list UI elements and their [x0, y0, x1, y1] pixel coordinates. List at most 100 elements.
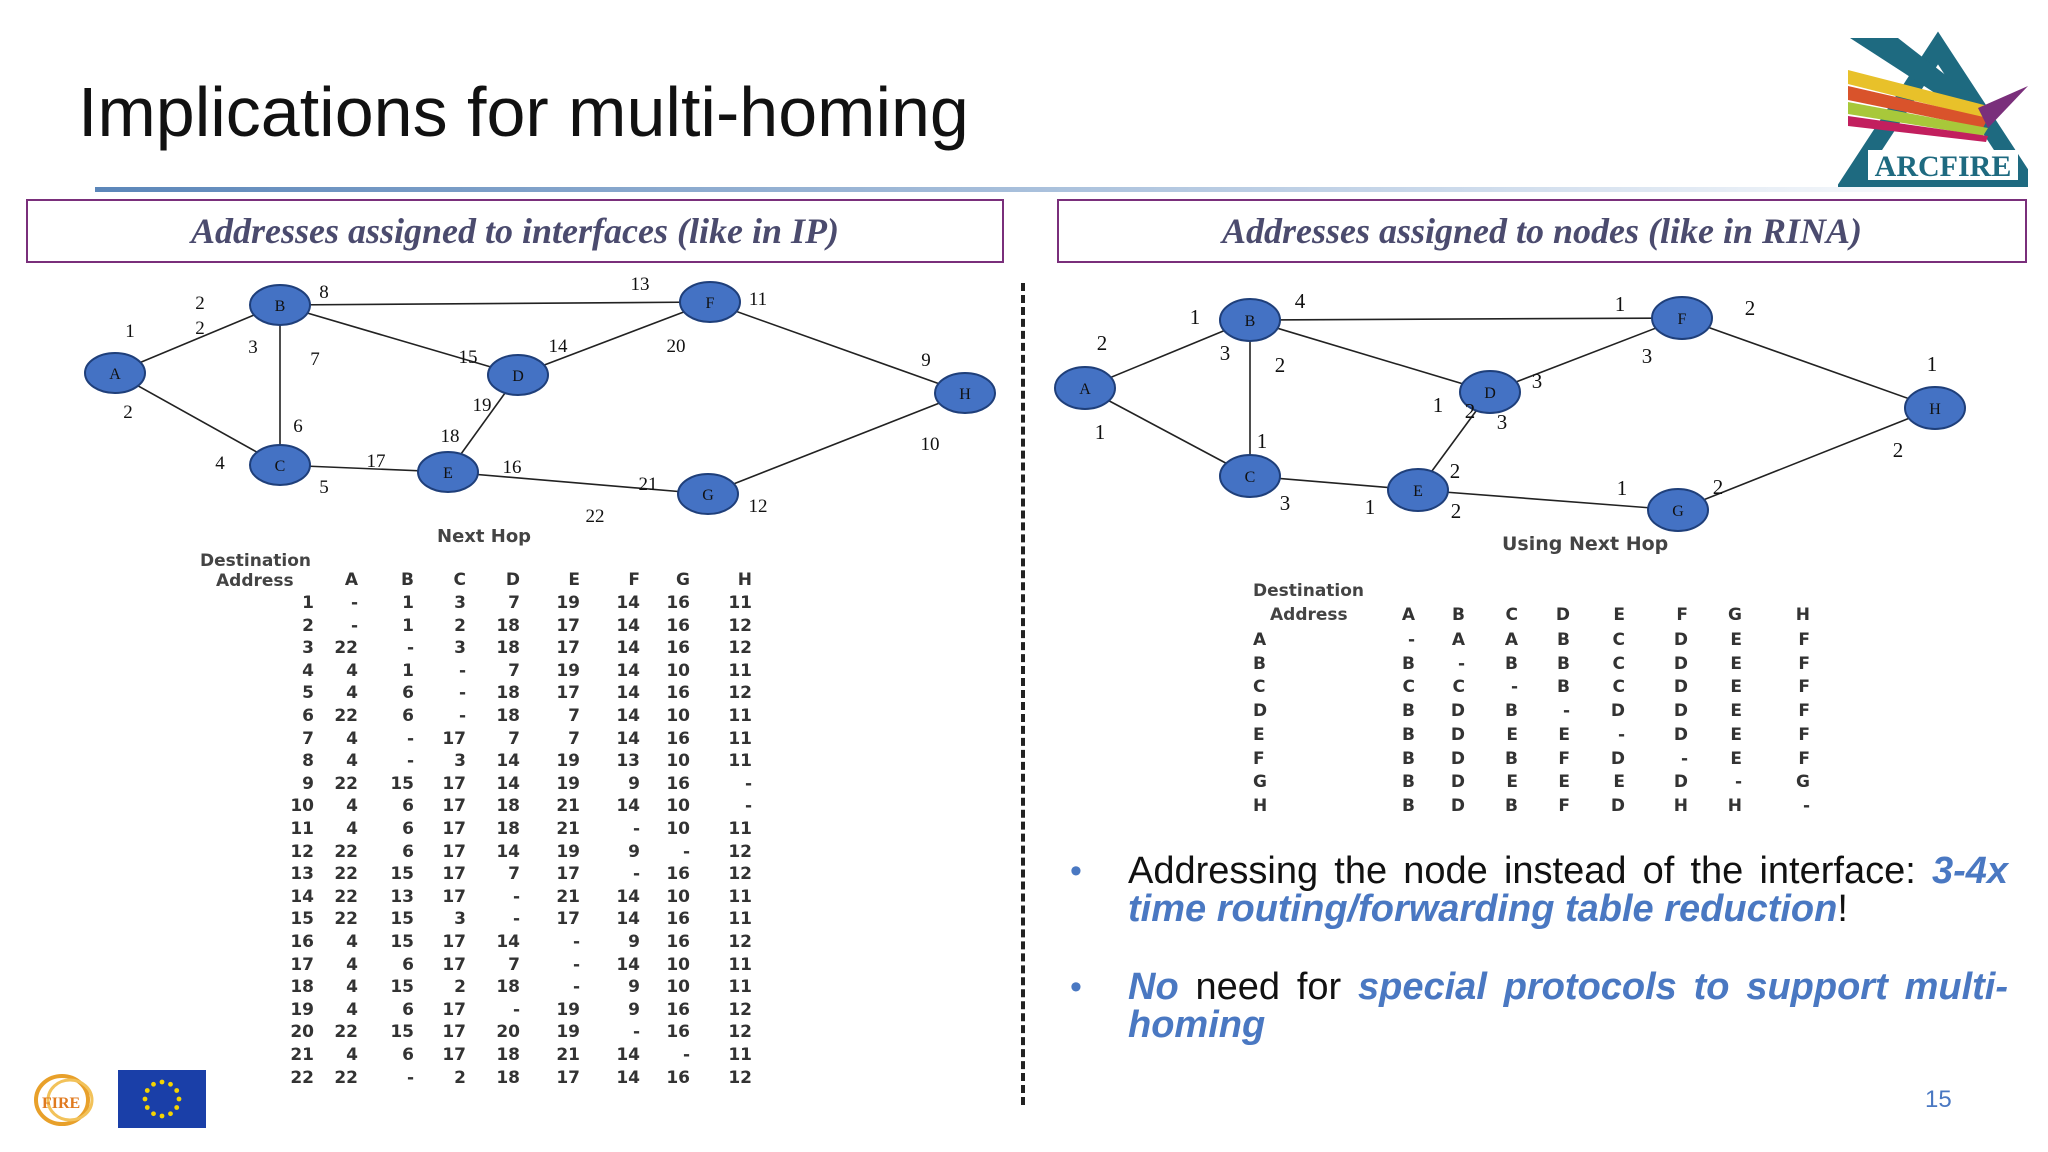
table-cell: E — [1730, 677, 1742, 698]
dashed-divider — [1021, 283, 1025, 1105]
port-label: 4 — [1295, 289, 1306, 313]
table-cell: H — [1673, 795, 1688, 816]
left-node-label: G — [702, 487, 714, 504]
bullet-item-2: •No need for special protocols to suppor… — [1068, 968, 2008, 1044]
table-cell: - — [1734, 772, 1742, 793]
bullet-2-highlight-1: No — [1128, 966, 1179, 1008]
table-cell: - — [632, 864, 640, 885]
table-cell: 7 — [508, 660, 520, 681]
table-cell: 1 — [402, 593, 414, 613]
table-cell: E — [1613, 772, 1625, 793]
interface-label: 10 — [921, 434, 940, 455]
table-cell: D — [1610, 748, 1625, 769]
left-table-header-line2: Address — [216, 571, 294, 591]
port-label: 2 — [1465, 399, 1476, 423]
table-row-address: 9 — [302, 773, 314, 794]
eu-star-icon — [174, 1105, 180, 1110]
eu-star-icon — [159, 1079, 165, 1085]
table-cell: 9 — [628, 841, 640, 862]
right-node-label: E — [1413, 483, 1423, 500]
table-row-address: 2 — [302, 615, 314, 636]
table-cell: E — [1730, 748, 1742, 769]
left-table-title: Next Hop — [437, 526, 532, 547]
left-node-F — [679, 281, 741, 323]
left-node-B — [249, 284, 311, 326]
table-cell: 4 — [346, 751, 358, 772]
table-column-header: H — [1795, 605, 1810, 625]
table-cell: - — [1457, 653, 1465, 674]
table-cell: 11 — [728, 751, 752, 772]
eu-star-icon — [142, 1096, 148, 1102]
table-cell: D — [1673, 677, 1688, 698]
table-cell: F — [1798, 701, 1810, 722]
table-cell: 17 — [556, 638, 580, 659]
eu-star-icon — [168, 1111, 173, 1117]
table-cell: 6 — [402, 954, 414, 975]
table-cell: A — [1504, 630, 1518, 650]
right-node-E — [1387, 468, 1449, 512]
interface-label: 2 — [195, 318, 205, 339]
table-cell: 15 — [390, 1022, 414, 1043]
table-column-header: F — [1676, 605, 1688, 625]
table-cell: B — [1505, 701, 1518, 722]
table-cell: E — [1730, 653, 1742, 674]
table-cell: - — [512, 999, 520, 1020]
table-cell: 16 — [666, 999, 690, 1020]
table-cell: 4 — [346, 728, 358, 749]
table-row-address: 6 — [302, 706, 314, 726]
table-cell: 17 — [556, 683, 580, 704]
right-node-A — [1054, 366, 1116, 410]
table-cell: 14 — [616, 660, 640, 681]
left-node-label: E — [443, 465, 453, 482]
table-cell: C — [1612, 653, 1625, 674]
table-cell: 21 — [556, 796, 580, 817]
table-cell: - — [458, 706, 466, 726]
table-column-header: E — [568, 570, 580, 590]
eu-star-icon — [151, 1081, 156, 1087]
bullet-dot-icon: • — [1070, 852, 1082, 890]
table-cell: 22 — [334, 773, 358, 794]
table-row-address: 20 — [290, 1022, 314, 1043]
table-cell: D — [1673, 653, 1688, 674]
table-cell: 17 — [442, 728, 466, 749]
table-cell: 17 — [442, 773, 466, 794]
table-column-header: E — [1613, 605, 1625, 625]
eu-star-icon — [168, 1081, 173, 1087]
right-node-label: F — [1678, 311, 1687, 328]
port-label: 2 — [1893, 438, 1904, 462]
table-cell: B — [1402, 724, 1415, 745]
bullet-1-highlight: 3-4x time routing/forwarding table reduc… — [1128, 850, 2008, 930]
table-cell: 6 — [402, 999, 414, 1020]
table-cell: - — [1802, 795, 1810, 816]
port-label: 3 — [1220, 341, 1231, 365]
table-cell: 17 — [556, 909, 580, 930]
table-row-address: A — [1253, 630, 1267, 650]
table-cell: 17 — [442, 796, 466, 817]
arcfire-logo-text: ARCFIRE — [1875, 150, 2012, 183]
left-node-C — [249, 444, 311, 486]
table-column-header: A — [344, 570, 358, 590]
interface-label: 21 — [639, 474, 658, 495]
right-node-label: A — [1079, 381, 1091, 398]
table-cell: D — [1450, 795, 1465, 816]
table-cell: 18 — [496, 977, 520, 998]
table-column-header: D — [505, 570, 520, 590]
table-cell: B — [1402, 701, 1415, 722]
port-label: 2 — [1745, 296, 1756, 320]
table-row-address: 21 — [290, 1045, 314, 1065]
table-cell: 16 — [666, 1022, 690, 1043]
interface-label: 3 — [248, 337, 258, 358]
table-cell: B — [1505, 748, 1518, 769]
left-table-header-line1: Destination — [200, 551, 312, 571]
table-cell: B — [1505, 653, 1518, 674]
table-cell: 6 — [402, 841, 414, 862]
table-cell: F — [1798, 653, 1810, 674]
table-cell: 13 — [616, 751, 640, 772]
table-cell: 4 — [346, 977, 358, 998]
table-cell: - — [572, 977, 580, 998]
interface-label: 15 — [459, 347, 478, 368]
port-label: 3 — [1532, 369, 1543, 393]
table-cell: 3 — [454, 909, 466, 930]
table-cell: - — [406, 638, 414, 659]
table-cell: 18 — [496, 706, 520, 726]
